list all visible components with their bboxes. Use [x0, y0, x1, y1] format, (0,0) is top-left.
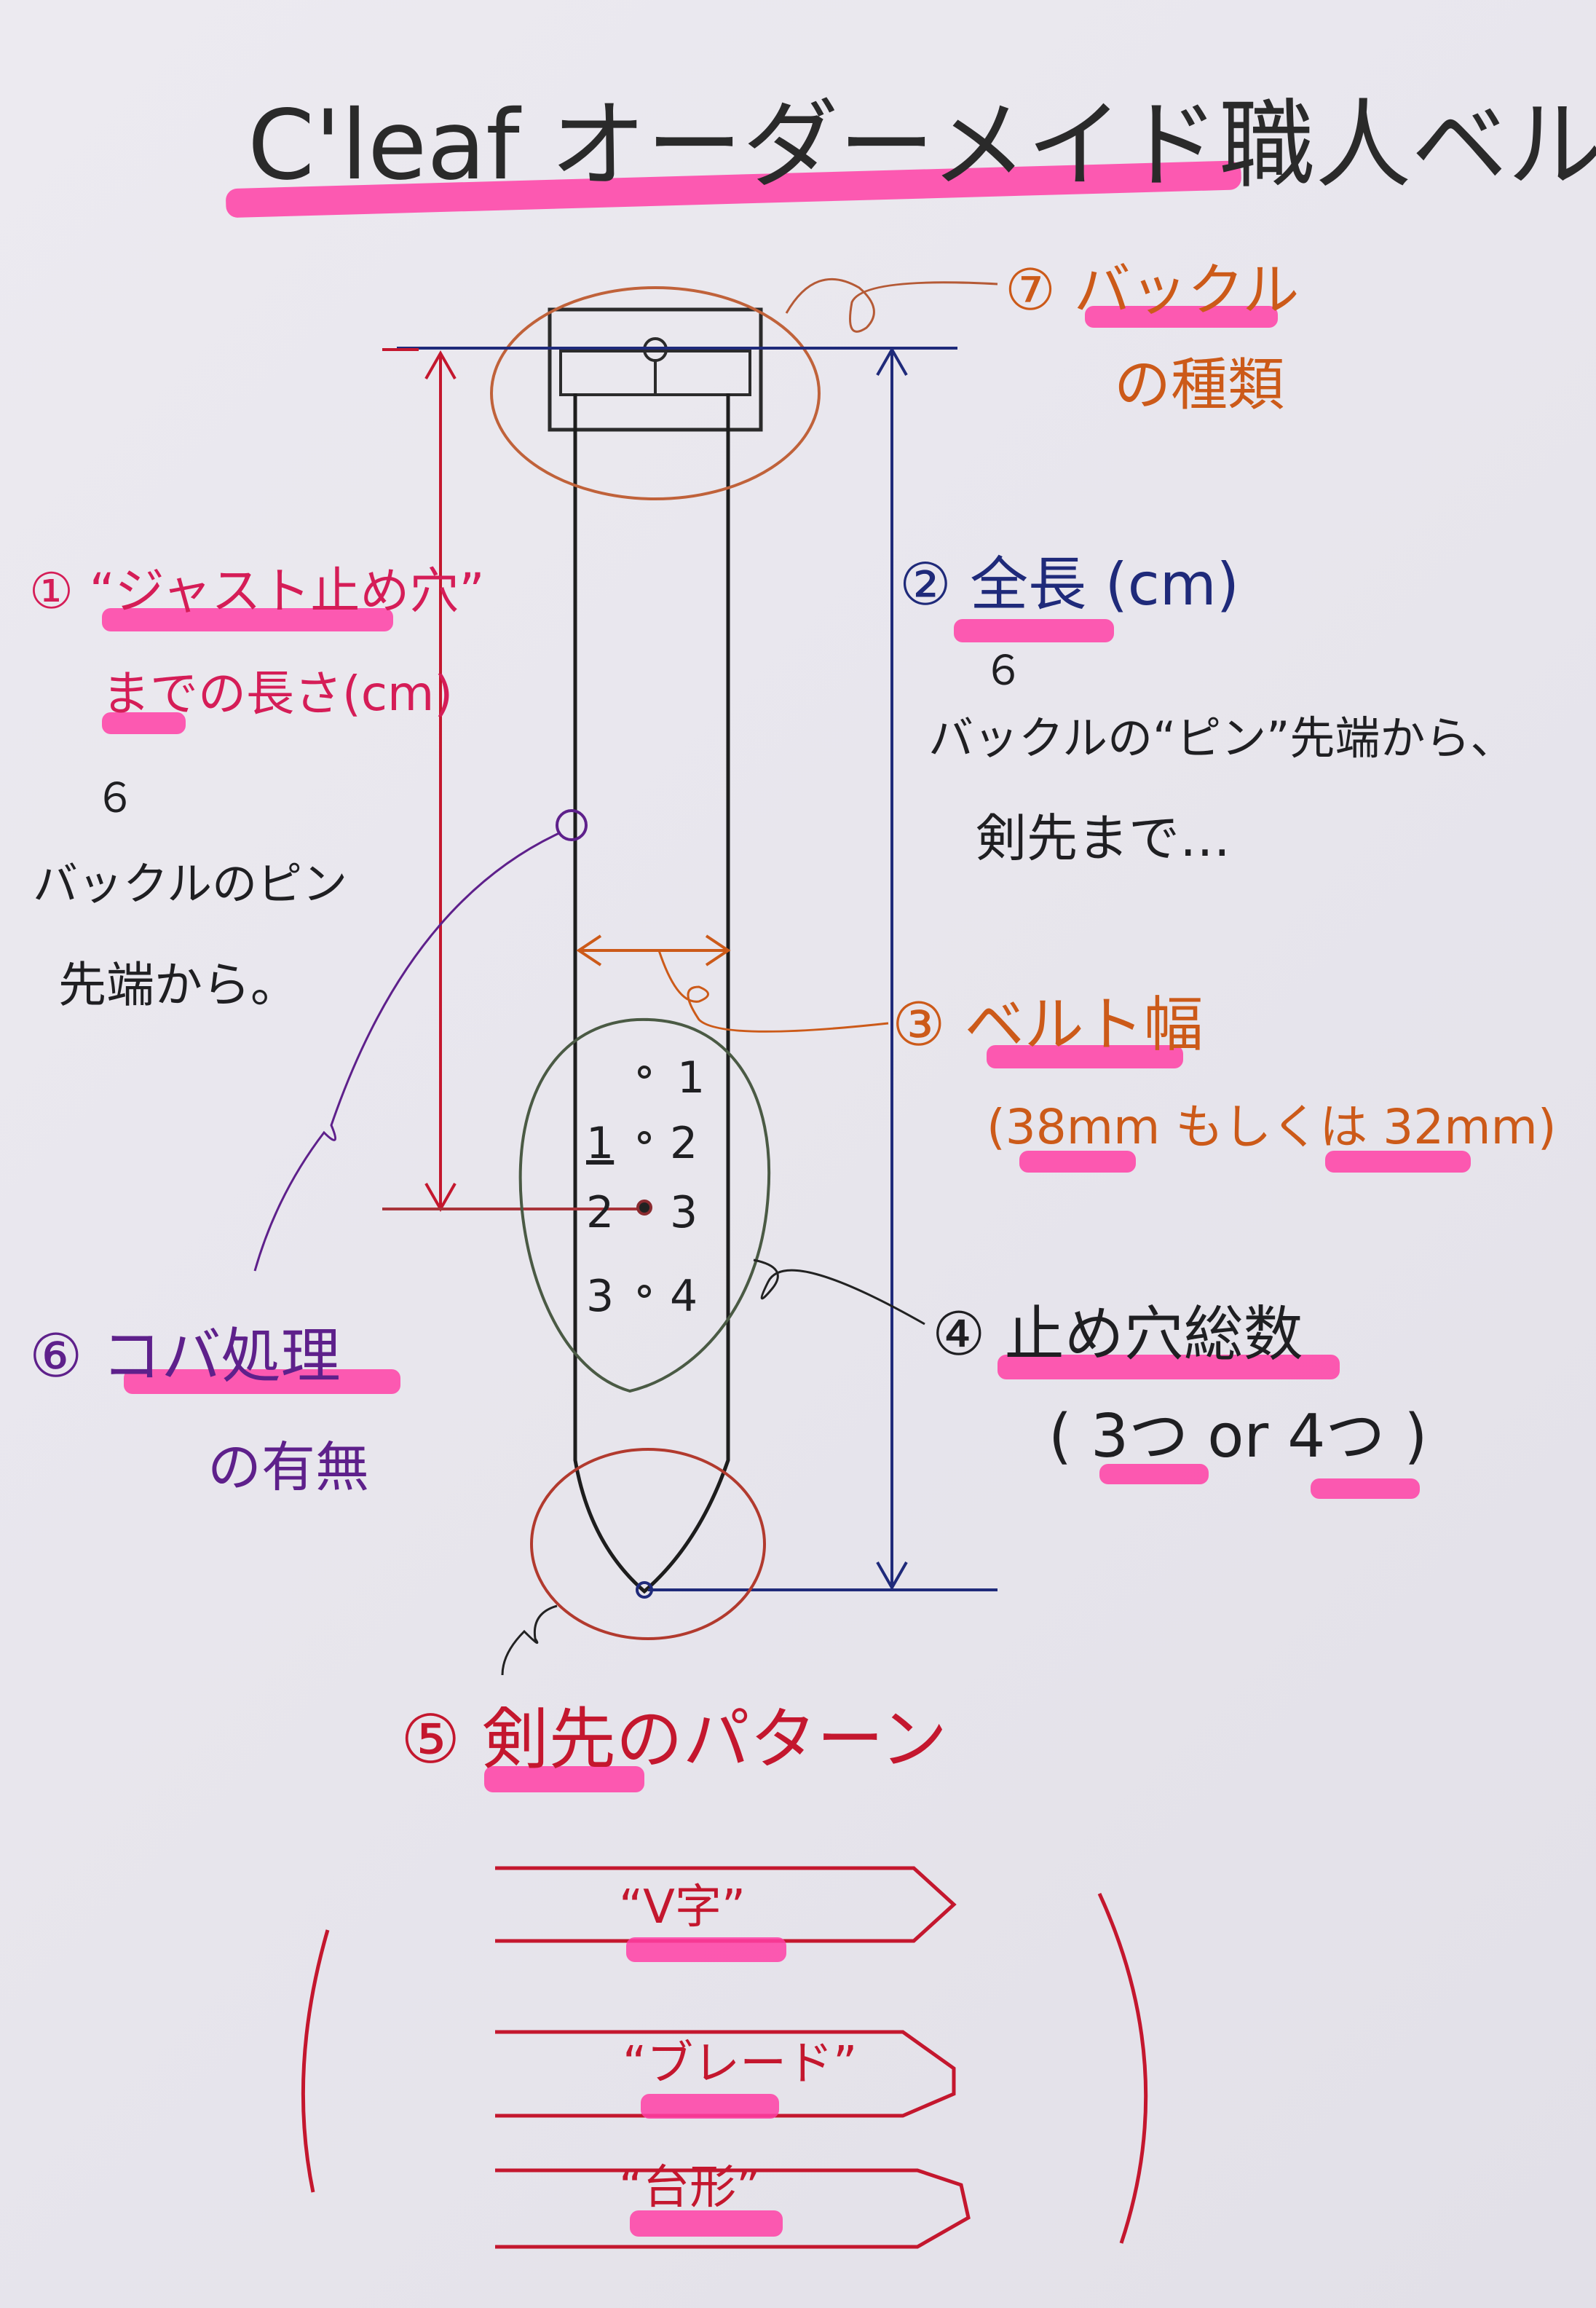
- title-highlight: [226, 160, 1241, 218]
- tip-pointer: [501, 1604, 558, 1676]
- hole-number-2: 2: [670, 1118, 698, 1169]
- options-right-bracket: [1097, 1892, 1148, 2244]
- buckle-highlight: [1085, 306, 1278, 328]
- hole-number-1: 1: [677, 1052, 705, 1103]
- hole-1: [638, 1066, 651, 1079]
- tip-pattern-label: ⑤ 剣先のパターン: [400, 1701, 947, 1779]
- edge-pointer: [253, 831, 561, 1272]
- tip-pattern-highlight: [484, 1766, 644, 1792]
- width-label: ③ ベルト幅: [892, 990, 1204, 1060]
- hole-length-highlight-2: [102, 712, 186, 734]
- hole-3: [636, 1200, 652, 1216]
- hole-2: [638, 1131, 651, 1144]
- options-left-bracket: [301, 1929, 330, 2193]
- edge-finish-label-2: の有無: [208, 1436, 369, 1499]
- holes-pointer: [753, 1259, 925, 1326]
- hole-count-highlight-2: [1099, 1464, 1209, 1484]
- tip-option-blade: “ブレード”: [623, 2037, 857, 2091]
- total-length-note-2: 剣先まで…: [976, 808, 1230, 868]
- total-length-label: ② 全長 (cm): [899, 551, 1239, 618]
- buckle-callout-circle: [490, 286, 821, 500]
- total-length-highlight: [954, 619, 1114, 642]
- tip-blade-shape: [495, 2030, 956, 2118]
- total-length-pointer-glyph: ６: [983, 647, 1024, 695]
- tip-trapezoid-shape: [495, 2168, 971, 2249]
- buckle-pointer: [785, 277, 998, 333]
- edge-finish-label: ⑥ コバ処理: [29, 1322, 341, 1391]
- hole-count-values: ( 3つ or 4つ ): [1048, 1402, 1427, 1471]
- hole-length-highlight-1: [102, 608, 393, 631]
- hole-number-3: 3: [670, 1187, 698, 1238]
- hole-length-pointer-glyph: ６: [95, 775, 135, 822]
- edge-highlight: [124, 1369, 400, 1394]
- hole-length-note-1: バックルのピン: [33, 857, 347, 910]
- width-highlight-1: [987, 1045, 1183, 1068]
- hole-length-label-2: までの長さ(cm): [102, 666, 453, 722]
- hole-count-highlight-1: [998, 1355, 1340, 1379]
- total-length-note-1: バックルの“ピン”先端から、: [928, 712, 1515, 765]
- buckle-label: ⑦ バックル: [1005, 258, 1299, 323]
- edge-point: [556, 809, 588, 841]
- hole-number-4: 4: [670, 1271, 698, 1322]
- hole-count-highlight-3: [1311, 1478, 1420, 1499]
- left-hole-number-1: 1: [586, 1118, 614, 1169]
- left-hole-number-3: 3: [586, 1271, 614, 1322]
- buckle-label-2: の種類: [1114, 352, 1284, 418]
- tip-callout-circle: [530, 1448, 766, 1640]
- page-title: C'leaf オーダーメイド職人ベルト: [248, 90, 1596, 202]
- width-pointer: [657, 950, 889, 1033]
- hole-count-label: ④ 止め穴総数: [932, 1300, 1303, 1369]
- hole-4: [638, 1285, 651, 1298]
- width-highlight-2: [1019, 1151, 1136, 1173]
- width-highlight-3: [1325, 1151, 1471, 1173]
- width-values: (38mm もしくは 32mm): [987, 1099, 1557, 1155]
- hole-length-note-2: 先端から。: [58, 957, 299, 1013]
- tip-option-v: “V字”: [619, 1880, 746, 1934]
- buckle-frame: [548, 307, 763, 432]
- tip-option-trapezoid: “台形”: [619, 2161, 760, 2215]
- buckle-bar: [559, 350, 751, 396]
- left-hole-number-2: 2: [586, 1187, 614, 1238]
- hole-length-label: ① “ジャスト止め穴”: [29, 563, 485, 621]
- holes-callout-circle: [518, 1017, 771, 1393]
- belt-strap: [573, 393, 730, 1594]
